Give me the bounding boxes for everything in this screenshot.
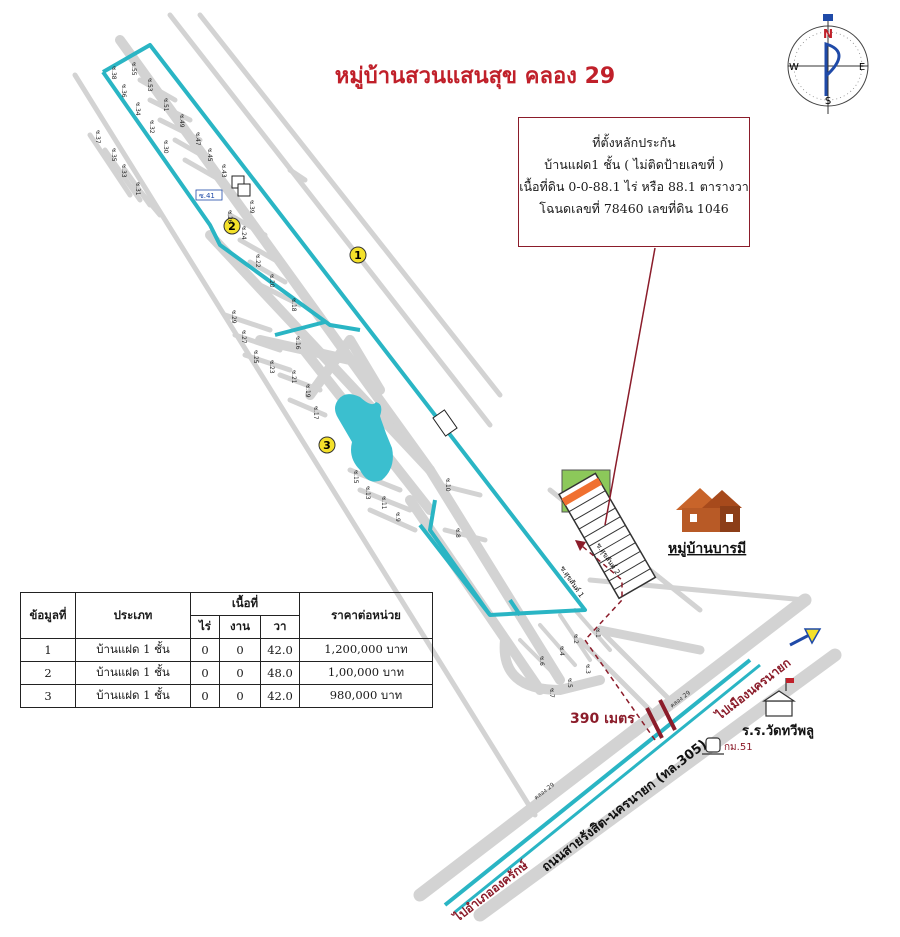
collateral-info-box: ที่ตั้งหลักประกัน บ้านแฝด1 ชั้น ( ไม่ติด… <box>518 117 750 247</box>
soi-label-49: ซ.49 <box>178 114 185 128</box>
soi-label-53: ซ.53 <box>146 78 153 92</box>
soi-label-25: ซ.25 <box>252 350 259 364</box>
soi-label-2: ซ.2 <box>572 634 579 644</box>
soi-label-38: ซ.38 <box>110 66 117 80</box>
info-line-2: เนื้อที่ดิน 0-0-88.1 ไร่ หรือ 88.1 ตาราง… <box>519 179 749 194</box>
table-header-row: ข้อมูลที่ ประเภท เนื้อที่ ราคาต่อหน่วย <box>20 592 433 639</box>
info-line-3: โฉนดเลขที่ 78460 เลขที่ดิน 1046 <box>539 201 729 216</box>
soi-label-19: ซ.19 <box>304 384 311 398</box>
info-heading: ที่ตั้งหลักประกัน <box>592 135 676 150</box>
small-building-1 <box>432 409 458 437</box>
dashed-route <box>574 539 656 741</box>
soi-label-45: ซ.45 <box>206 148 213 162</box>
table-row: 3 บ้านแฝด 1 ชั้น 0 0 42.0 980,000 บาท <box>20 684 433 708</box>
col-no: ข้อมูลที่ <box>20 592 76 639</box>
canal-route <box>101 43 761 914</box>
soi-label-33: ซ.33 <box>120 164 127 178</box>
km-marker-icon <box>702 737 724 755</box>
soi-label-10: ซ.10 <box>444 478 451 492</box>
col-ngan: งาน <box>219 615 261 639</box>
soi-label-22: ซ.22 <box>254 254 261 268</box>
col-type: ประเภท <box>75 592 191 639</box>
distance-label: 390 เมตร <box>570 711 635 727</box>
col-wa: วา <box>260 615 300 639</box>
soi-label-6: ซ.6 <box>538 656 545 666</box>
soi-label-3: ซ.3 <box>584 664 591 674</box>
soi-label-9: ซ.9 <box>394 512 401 522</box>
soi-label-11: ซ.11 <box>380 496 387 510</box>
soi-label-1: ซ.1 <box>594 628 601 638</box>
school-icon <box>762 678 796 717</box>
marker-1 <box>349 246 367 264</box>
soi-label-47: ซ.47 <box>194 132 201 146</box>
road-network <box>72 12 842 922</box>
info-line-1: บ้านแฝด1 ชั้น ( ไม่ติดป้ายเลขที่ ) <box>544 157 724 172</box>
compass-rose-icon <box>787 14 869 114</box>
row-houses-plot <box>557 472 657 600</box>
compass-s: S <box>825 96 831 107</box>
marker-3-label: 3 <box>323 439 331 452</box>
highway-entry-marker <box>645 699 677 739</box>
soi41-box <box>195 189 223 201</box>
compass-e: E <box>859 62 865 73</box>
col-rai: ไร่ <box>190 615 220 639</box>
soi-label-30: ซ.30 <box>162 140 169 154</box>
soi-label-18: ซ.18 <box>290 298 297 312</box>
soi-label-51: ซ.51 <box>162 98 169 112</box>
col-price: ราคาต่อหน่วย <box>299 592 433 639</box>
small-building-3 <box>237 183 251 197</box>
soi-label-27: ซ.27 <box>240 330 247 344</box>
soi-label-29: ซ.29 <box>230 310 237 324</box>
soi-label-31: ซ.31 <box>134 182 141 196</box>
soi-label-13: ซ.13 <box>364 486 371 500</box>
direction-arrow-icon <box>789 628 822 647</box>
marker-3 <box>318 436 336 454</box>
soi-label-36: ซ.36 <box>120 84 127 98</box>
soi-label-8: ซ.8 <box>454 528 461 538</box>
marker-2 <box>223 217 241 235</box>
compass-w: W <box>789 62 799 73</box>
soi-label-15: ซ.15 <box>352 470 359 484</box>
soi-label-26: ซ.26 <box>226 210 233 224</box>
soi41-label: ซ.41 <box>199 192 215 200</box>
soi-label-35: ซ.35 <box>110 148 117 162</box>
soi-label-5: ซ.5 <box>566 678 573 688</box>
soi-label-4: ซ.4 <box>558 646 565 656</box>
table-subheader-row: ไร่ งาน วา <box>21 615 433 639</box>
soi-label-23: ซ.23 <box>268 360 275 374</box>
soi-label-39: ซ.39 <box>248 200 255 214</box>
col-area: เนื้อที่ <box>190 592 300 616</box>
soi-label-7: ซ.7 <box>548 688 555 698</box>
km-marker-label: กม.51 <box>724 742 753 753</box>
soi-label-37: ซ.37 <box>94 130 101 144</box>
page-title: หมู่บ้านสวนแสนสุข คลอง 29 <box>334 64 616 89</box>
barami-village-label: หมู่บ้านบารมี <box>668 541 746 557</box>
soi-label-21: ซ.21 <box>290 370 297 384</box>
soi-label-55: ซ.55 <box>130 62 137 76</box>
soi-label-32: ซ.32 <box>148 120 155 134</box>
callout-leader-line <box>604 247 656 526</box>
marker-1-label: 1 <box>354 249 362 262</box>
compass-n: N <box>823 27 833 41</box>
soi-label-43: ซ.43 <box>220 164 227 178</box>
table-row: 1 บ้านแฝด 1 ชั้น 0 0 42.0 1,200,000 บาท <box>20 638 433 662</box>
soi-label-20: ซ.20 <box>268 274 275 288</box>
soi-label-34: ซ.34 <box>134 102 141 116</box>
barami-village-house-icon <box>676 488 742 532</box>
soi-label-24: ซ.24 <box>240 226 247 240</box>
marker-2-label: 2 <box>228 220 236 233</box>
route-arrowhead <box>575 540 586 551</box>
school-label: ร.ร.วัดทวีพลู <box>742 723 814 739</box>
soi-label-17: ซ.17 <box>312 406 319 420</box>
table-row: 2 บ้านแฝด 1 ชั้น 0 0 48.0 1,00,000 บาท <box>20 661 433 685</box>
comparables-table: ข้อมูลที่ ประเภท เนื้อที่ ราคาต่อหน่วย ไ… <box>20 592 433 708</box>
pond <box>335 394 393 482</box>
soi-label-16: ซ.16 <box>294 336 301 350</box>
